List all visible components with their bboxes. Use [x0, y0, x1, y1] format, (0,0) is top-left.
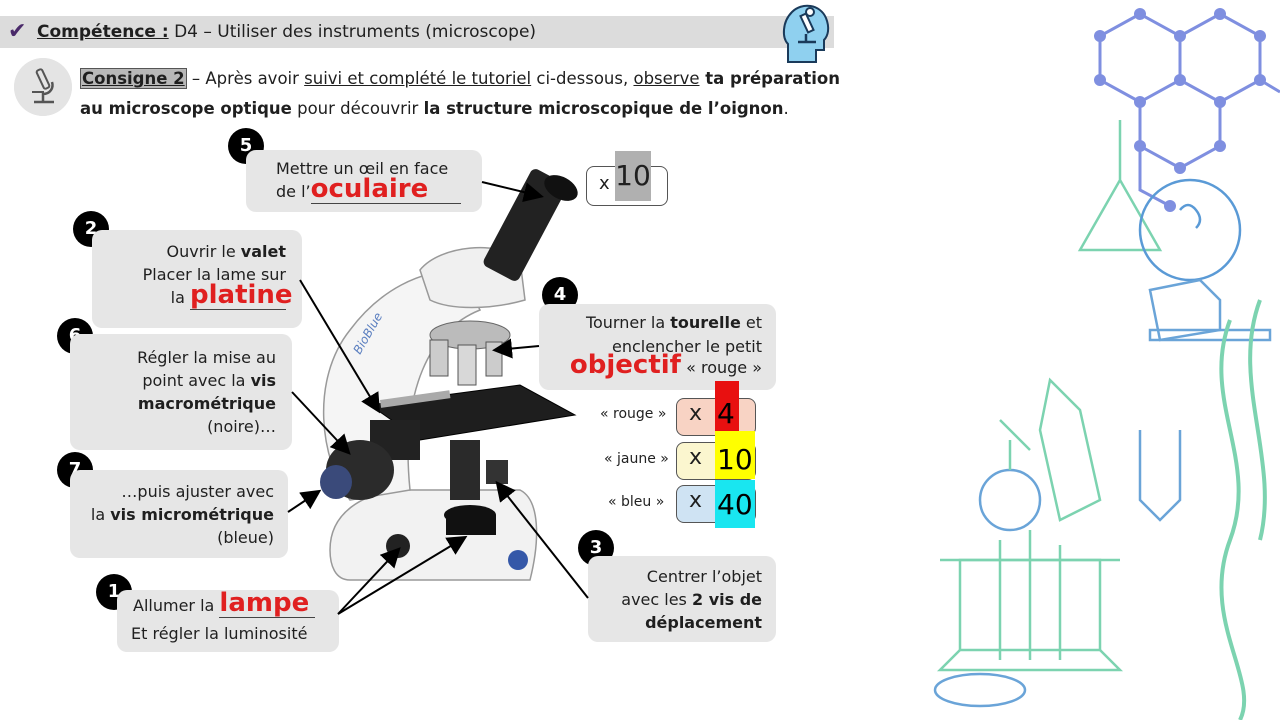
consigne-tag: Consigne 2	[80, 68, 187, 89]
step-6-line2: point avec la	[142, 371, 251, 390]
condenser	[450, 440, 480, 500]
objective-box-blue: x 40	[676, 480, 756, 528]
step-1-line1: Allumer la	[133, 596, 220, 615]
eyepiece-lens	[544, 175, 578, 201]
fine-focus-knob	[320, 465, 352, 499]
consigne-part: ta préparation	[699, 69, 840, 88]
step-1-answer[interactable]: lampe	[219, 588, 310, 618]
objective-label-yellow: « jaune »	[604, 451, 669, 467]
step-4-box: Tourner la tourelle et enclencher le pet…	[539, 304, 776, 390]
step-6-line1: Régler la mise au	[137, 348, 276, 367]
step-2-line2: Placer la lame sur	[142, 265, 286, 284]
step-5-answer[interactable]: oculaire	[310, 174, 429, 204]
step-2-line3: la	[170, 288, 190, 307]
step-6-box: Régler la mise au point avec la vis macr…	[70, 334, 292, 450]
step-3-line1: Centrer l’objet	[646, 567, 762, 586]
step-5-line2: de l’	[276, 182, 311, 201]
objective-lens	[457, 344, 477, 386]
objective-label-blue: « bleu »	[608, 494, 665, 510]
consigne-part: au microscope optique	[80, 99, 292, 118]
step-3-line3: déplacement	[645, 613, 762, 632]
header-bar	[0, 16, 834, 48]
step-5-line1: Mettre un œil en face	[276, 159, 449, 178]
objective-lens	[429, 339, 449, 377]
step-6-line4: (noire)…	[207, 417, 276, 436]
step-7-box: …puis ajuster avec la vis micrométrique …	[70, 470, 288, 558]
objective-label-red: « rouge »	[600, 406, 667, 422]
step-3-box: Centrer l’objet avec les 2 vis de déplac…	[588, 556, 776, 642]
step-6-line3: macrométrique	[137, 394, 276, 413]
step-1-box: Allumer la lampe Et régler la luminosité	[117, 590, 339, 652]
step-7-line1: …puis ajuster avec	[121, 482, 274, 501]
objective-box-red: x 4	[676, 381, 756, 437]
objective-x: x	[689, 488, 703, 513]
competence-text: D4 – Utiliser des instruments (microscop…	[174, 22, 537, 42]
step-2-answer[interactable]: platine	[190, 280, 293, 310]
objective-lens	[485, 341, 503, 377]
objective-value-yellow[interactable]: 10	[717, 443, 753, 476]
science-illustration	[933, 8, 1280, 720]
objective-x: x	[689, 445, 703, 470]
eyepiece-tube	[483, 169, 567, 281]
step-5-box: Mettre un œil en face de l’oculaire	[246, 150, 482, 212]
step-7-line2-bold: vis micrométrique	[110, 505, 274, 524]
step-7-line2: la	[90, 505, 111, 524]
consigne-part: la structure microscopique de l’oignon	[423, 99, 784, 118]
ocular-mag-x: x	[599, 173, 610, 194]
consigne-part: – Après avoir	[186, 69, 305, 88]
ocular-mag-box: x 10	[586, 151, 668, 206]
molecule-hexagons	[1098, 12, 1280, 208]
step-3-line2-bold: 2 vis de	[691, 590, 762, 609]
competence-label: Compétence :	[37, 22, 169, 42]
step-4-line1: Tourner la	[585, 313, 671, 332]
step-2-line1-bold: valet	[240, 242, 286, 261]
step-1-number: 1	[96, 574, 132, 610]
objective-x: x	[689, 401, 703, 426]
consigne-part: observe	[633, 69, 700, 88]
step-7-line3: (bleue)	[217, 528, 274, 547]
step-4-line2: enclencher le petit	[611, 337, 762, 356]
consigne-part: .	[783, 99, 789, 118]
molecule-nodes	[1094, 8, 1266, 212]
microscope-icon	[14, 58, 72, 116]
lamp	[446, 515, 496, 535]
consigne-text: Consigne 2 – Après avoir suivi et complé…	[80, 64, 840, 124]
step-4-line1-end: et	[740, 313, 762, 332]
objective-value-blue[interactable]: 40	[717, 488, 753, 521]
consigne-part: suivi et complété le tutoriel	[304, 69, 532, 88]
step-3-line2: avec les	[621, 590, 692, 609]
step-4-line1-bold: tourelle	[670, 313, 741, 332]
consigne-part: ci-dessous,	[531, 69, 634, 88]
step-1-line2: Et régler la luminosité	[131, 624, 308, 643]
step-4-line3: « rouge »	[681, 358, 762, 377]
step-2-box: Ouvrir le valet Placer la lame sur la pl…	[92, 230, 302, 328]
stage-knob	[486, 460, 508, 484]
head-microscope-icon	[782, 4, 830, 63]
microscope-base	[329, 489, 538, 581]
ocular-mag-value[interactable]: 10	[615, 151, 651, 201]
objective-box-yellow: x 10	[676, 431, 756, 480]
objective-value-red[interactable]: 4	[717, 397, 735, 430]
step-6-line2-bold: vis	[250, 371, 276, 390]
stage-clip	[380, 390, 451, 408]
brightness-knob	[386, 534, 410, 558]
step-2-line1: Ouvrir le	[166, 242, 241, 261]
lab-equipment	[933, 120, 1272, 720]
logo-badge	[508, 550, 528, 570]
competence-title: Compétence : D4 – Utiliser des instrumen…	[37, 21, 536, 43]
check-icon: ✔	[8, 19, 27, 44]
step-4-answer[interactable]: objectif	[569, 350, 681, 380]
consigne-part: pour découvrir	[291, 99, 424, 118]
